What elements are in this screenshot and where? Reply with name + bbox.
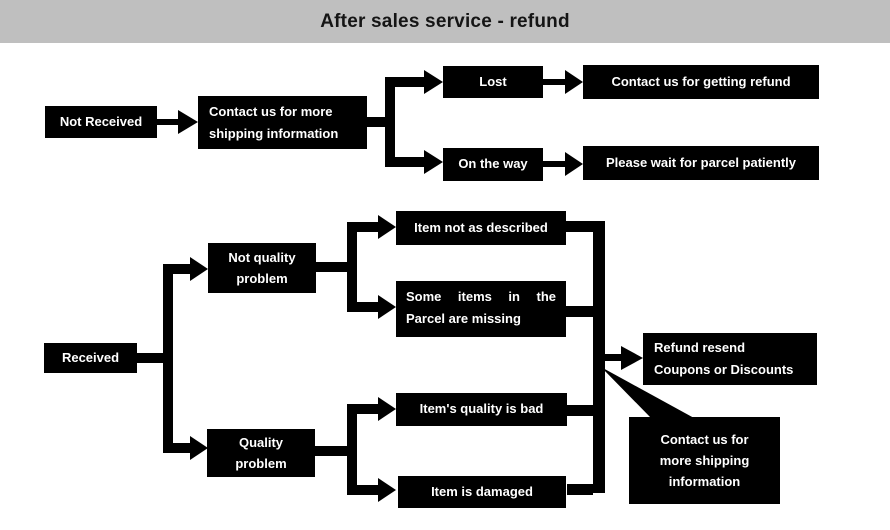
page-title: After sales service - refund — [320, 10, 570, 32]
node-not-quality-problem: Not quality problem — [208, 243, 316, 293]
node-label-line: Parcel are missing — [406, 310, 521, 326]
node-label: Item's quality is bad — [419, 401, 544, 417]
arrow-lost-to-refund — [543, 70, 583, 94]
node-label: Not Received — [59, 113, 143, 129]
collector-bar — [566, 221, 605, 495]
node-label-line: Contact us for — [660, 432, 749, 447]
bracket-received — [137, 257, 208, 460]
arrow-to-refund-resend — [605, 346, 643, 370]
title-bar: After sales service - refund — [0, 0, 890, 43]
node-label: Received — [61, 349, 120, 365]
node-label-line: more shipping — [659, 453, 750, 468]
node-contact-us-shipping-info: Contact us for more shipping information — [198, 96, 367, 149]
node-callout-contact-us: Contact us for more shipping information — [629, 417, 780, 504]
node-some-items-missing: Some items in the Parcel are missing — [396, 281, 566, 337]
node-please-wait: Please wait for parcel patiently — [583, 146, 819, 180]
node-label-line: problem — [236, 271, 288, 286]
node-label-line: shipping information — [209, 125, 339, 141]
node-label-line: Quality — [238, 435, 284, 450]
node-label: Item not as described — [414, 219, 548, 235]
node-refund-resend: Refund resend Coupons or Discounts — [643, 333, 817, 385]
node-label-line: information — [668, 474, 741, 489]
node-label-line: Some items in the — [406, 289, 556, 305]
node-item-quality-bad: Item's quality is bad — [396, 393, 567, 426]
node-not-received: Not Received — [45, 106, 157, 138]
arrow-ontheway-to-wait — [543, 152, 583, 176]
callout-tail — [601, 367, 694, 418]
node-item-damaged: Item is damaged — [398, 476, 566, 508]
node-item-not-as-described: Item not as described — [396, 211, 566, 245]
bracket-shipping-info — [367, 70, 443, 174]
node-label: Lost — [479, 73, 507, 89]
node-label-line: Not quality — [228, 250, 296, 265]
node-quality-problem: Quality problem — [207, 429, 315, 477]
node-label: On the way — [458, 156, 528, 172]
node-label: Contact us for getting refund — [611, 73, 791, 89]
bracket-quality — [314, 397, 396, 502]
node-label: Please wait for parcel patiently — [605, 154, 797, 170]
node-label: Item is damaged — [431, 483, 533, 499]
node-label-line: problem — [235, 456, 287, 471]
arrow-not-received-to-contact — [157, 110, 198, 134]
node-label-line: Contact us for more — [209, 103, 333, 119]
node-received: Received — [44, 343, 137, 373]
node-lost: Lost — [443, 66, 543, 98]
bracket-not-quality — [315, 215, 396, 319]
node-label-line: Coupons or Discounts — [654, 362, 794, 377]
node-on-the-way: On the way — [443, 148, 543, 181]
node-label-line: Refund resend — [654, 340, 746, 355]
node-contact-us-refund: Contact us for getting refund — [583, 65, 819, 99]
